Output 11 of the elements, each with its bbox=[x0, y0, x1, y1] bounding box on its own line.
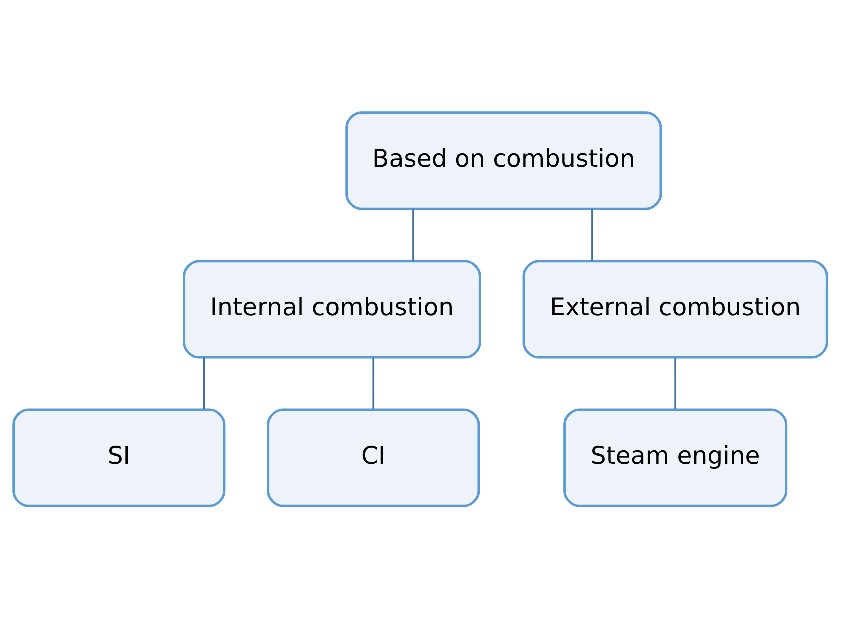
node-box: Internal combustion bbox=[183, 260, 482, 359]
node-box: SI bbox=[12, 408, 226, 508]
node-box: External combustion bbox=[522, 260, 828, 359]
connector bbox=[372, 358, 375, 410]
connector bbox=[203, 358, 206, 410]
connector bbox=[412, 209, 414, 261]
node-box: Based on combustion bbox=[346, 112, 662, 210]
node-box: Steam engine bbox=[564, 408, 788, 508]
connector bbox=[674, 358, 676, 410]
connector bbox=[592, 209, 594, 261]
node-box: CI bbox=[267, 408, 480, 508]
